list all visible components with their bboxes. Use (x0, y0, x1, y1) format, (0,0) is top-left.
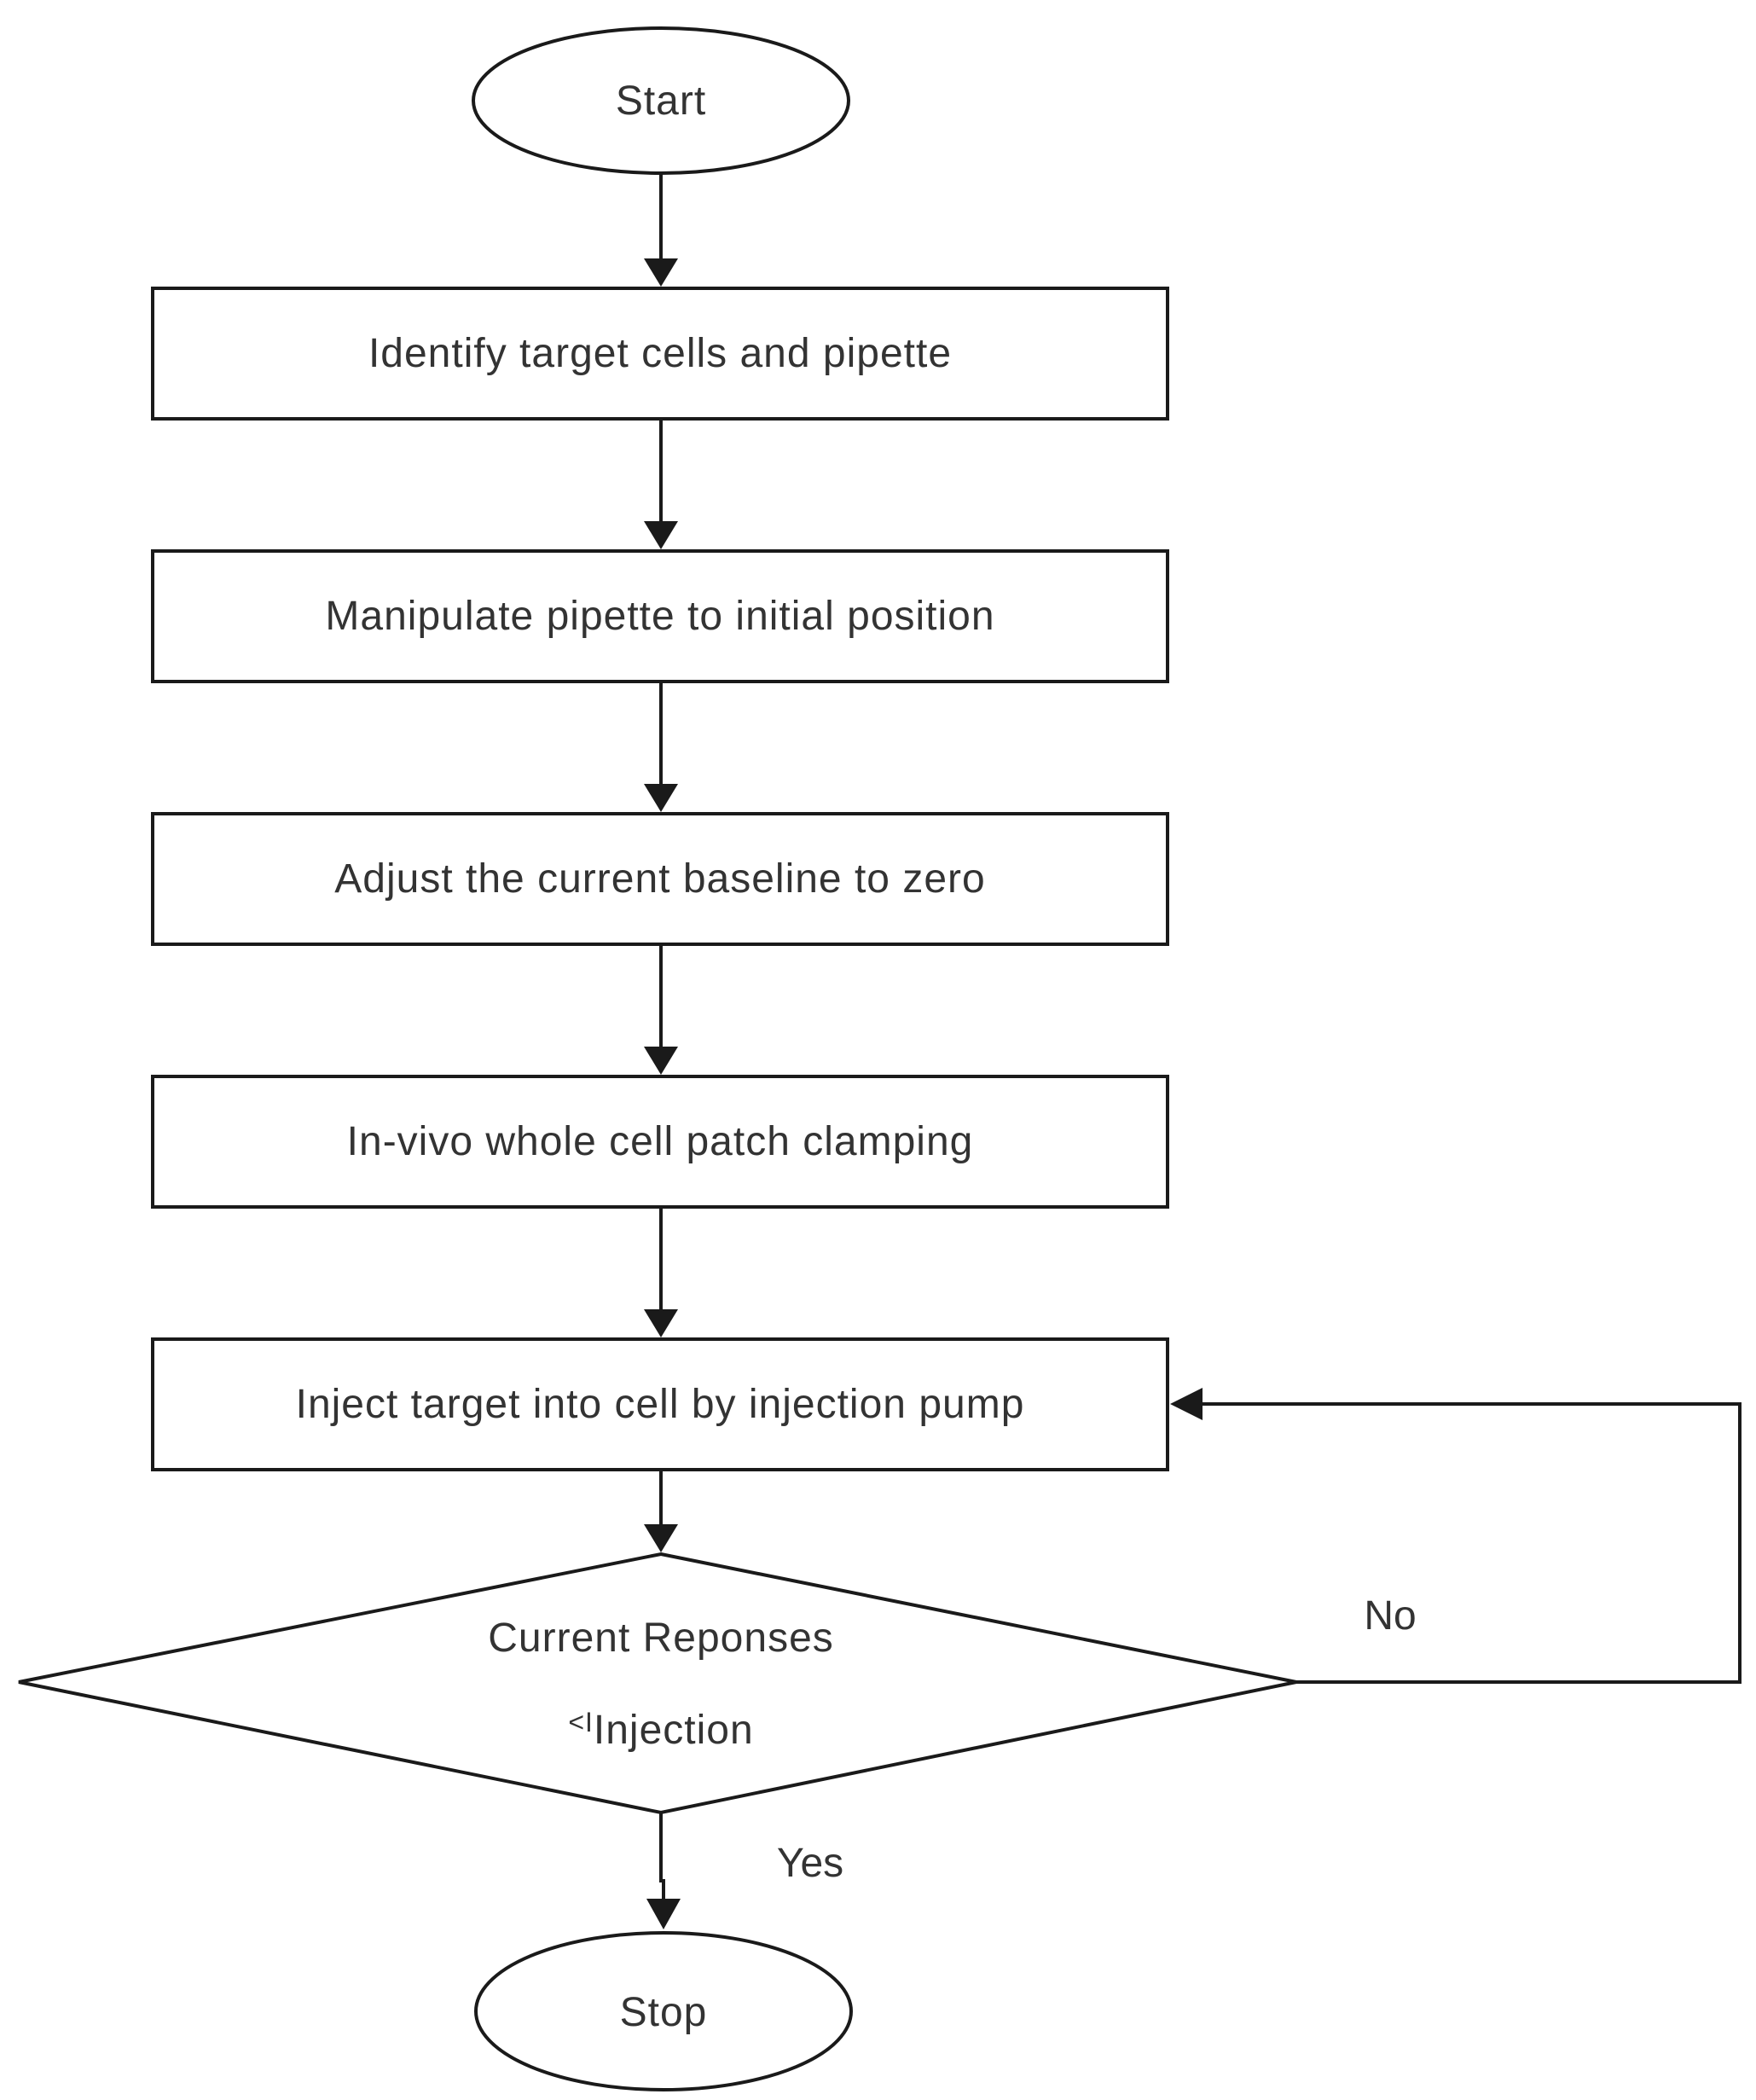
stop-label: Stop (620, 1990, 708, 2035)
adjust-node: Adjust the current baseline to zero (151, 812, 1169, 946)
arrow-clamping-to-inject (644, 1207, 678, 1337)
arrow-identify-to-manipulate (644, 419, 678, 549)
yes-label: Yes (777, 1841, 843, 1886)
decision-label-subscript: Injection (594, 1708, 754, 1753)
identify-node: Identify target cells and pipette (151, 287, 1169, 421)
decision-label-line1: Current Reponses (488, 1616, 834, 1661)
inject-label: Inject target into cell by injection pum… (296, 1382, 1025, 1427)
arrow-start-to-identify (644, 173, 678, 287)
arrow-adjust-to-clamping (644, 944, 678, 1075)
arrow-no-loop (1170, 1388, 1742, 1684)
adjust-label: Adjust the current baseline to zero (334, 856, 985, 902)
start-label: Start (616, 78, 706, 124)
stop-node: Stop (474, 1931, 853, 2091)
arrow-manipulate-to-adjust (644, 682, 678, 812)
decision-node: Current Reponses <IInjection (18, 1552, 1297, 1815)
clamping-label: In-vivo whole cell patch clamping (347, 1119, 974, 1164)
clamping-node: In-vivo whole cell patch clamping (151, 1075, 1169, 1209)
manipulate-label: Manipulate pipette to initial position (325, 594, 994, 639)
start-node: Start (472, 26, 850, 175)
identify-label: Identify target cells and pipette (368, 331, 952, 376)
no-label: No (1364, 1593, 1416, 1639)
arrow-yes-to-stop (646, 1813, 681, 1929)
inject-node: Inject target into cell by injection pum… (151, 1337, 1169, 1471)
decision-label-prefix: <I (568, 1707, 594, 1737)
decision-label-line2: <IInjection (568, 1707, 753, 1753)
manipulate-node: Manipulate pipette to initial position (151, 549, 1169, 683)
arrow-inject-to-decision (644, 1470, 678, 1552)
